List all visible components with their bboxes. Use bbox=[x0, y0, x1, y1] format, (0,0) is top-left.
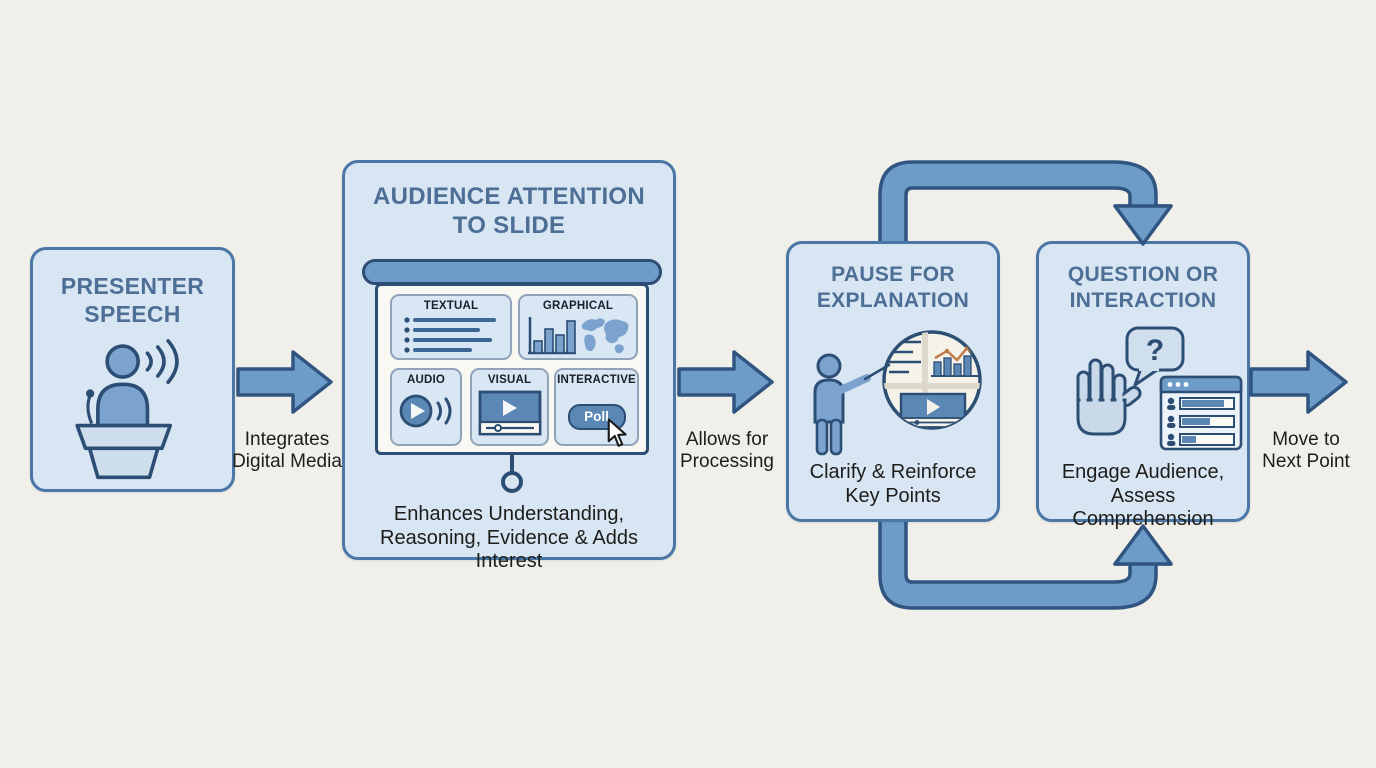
step-caption: Engage Audience, Assess Comprehension bbox=[1061, 461, 1225, 531]
step-title: AUDIENCE ATTENTION TO SLIDE bbox=[372, 183, 646, 240]
bullet-list-icon bbox=[404, 317, 496, 353]
card-graphical: GRAPHICAL bbox=[518, 294, 638, 360]
presenter-pointing-magnifier-icon bbox=[813, 330, 982, 456]
step-title: PAUSE FOR EXPLANATION bbox=[816, 263, 970, 312]
podium-speaker-icon bbox=[75, 339, 179, 480]
mouse-cursor-icon bbox=[607, 418, 627, 447]
question-bubble-icon: ? bbox=[1125, 326, 1185, 387]
arrow-label-integrates: Integrates Digital Media bbox=[232, 429, 342, 473]
poll-results-icon bbox=[1159, 375, 1243, 451]
card-label: VISUAL bbox=[487, 374, 532, 386]
card-interactive: INTERACTIVE Poll bbox=[554, 368, 639, 447]
poll-button: Poll bbox=[567, 404, 626, 430]
card-label: TEXTUAL bbox=[423, 300, 479, 312]
step-title: QUESTION OR INTERACTION bbox=[1067, 263, 1219, 312]
card-label: INTERACTIVE bbox=[557, 374, 636, 386]
step-audience-attention: AUDIENCE ATTENTION TO SLIDE TEXTUAL GRAP… bbox=[342, 160, 676, 572]
card-label: GRAPHICAL bbox=[542, 300, 614, 312]
arrow-label-move-next: Move to Next Point bbox=[1262, 429, 1350, 473]
step-question-interaction: QUESTION OR INTERACTION ? bbox=[1036, 241, 1250, 530]
screen-top-bar bbox=[362, 259, 662, 285]
card-textual: TEXTUAL bbox=[390, 294, 512, 360]
video-player-icon bbox=[478, 390, 541, 436]
bar-chart-map-icon bbox=[528, 317, 629, 355]
screen-stand-line bbox=[510, 455, 514, 473]
raised-hand-icon bbox=[1076, 358, 1142, 436]
step-caption: Enhances Understanding, Reasoning, Evide… bbox=[380, 503, 638, 573]
step-title: PRESENTER SPEECH bbox=[60, 273, 205, 328]
arrow-integrates-media bbox=[236, 350, 333, 414]
card-label: AUDIO bbox=[406, 374, 446, 386]
arrow-move-next bbox=[1249, 350, 1348, 414]
question-mark: ? bbox=[1146, 334, 1164, 367]
card-audio: AUDIO bbox=[390, 368, 462, 446]
step-presenter-speech: PRESENTER SPEECH bbox=[30, 247, 235, 492]
hand-question-poll-icon: ? bbox=[1076, 326, 1243, 451]
step-pause-explanation: PAUSE FOR EXPLANATION bbox=[786, 241, 1000, 522]
screen-stand-ring bbox=[501, 471, 523, 493]
audio-play-icon bbox=[399, 394, 452, 428]
arrow-allows-processing bbox=[677, 350, 774, 414]
arrow-label-processing: Allows for Processing bbox=[680, 429, 774, 473]
loop-arrow-top bbox=[878, 160, 1173, 254]
card-visual: VISUAL bbox=[470, 368, 549, 446]
step-caption: Clarify & Reinforce Key Points bbox=[809, 461, 977, 507]
presentation-screen: TEXTUAL GRAPHICAL bbox=[375, 283, 649, 455]
